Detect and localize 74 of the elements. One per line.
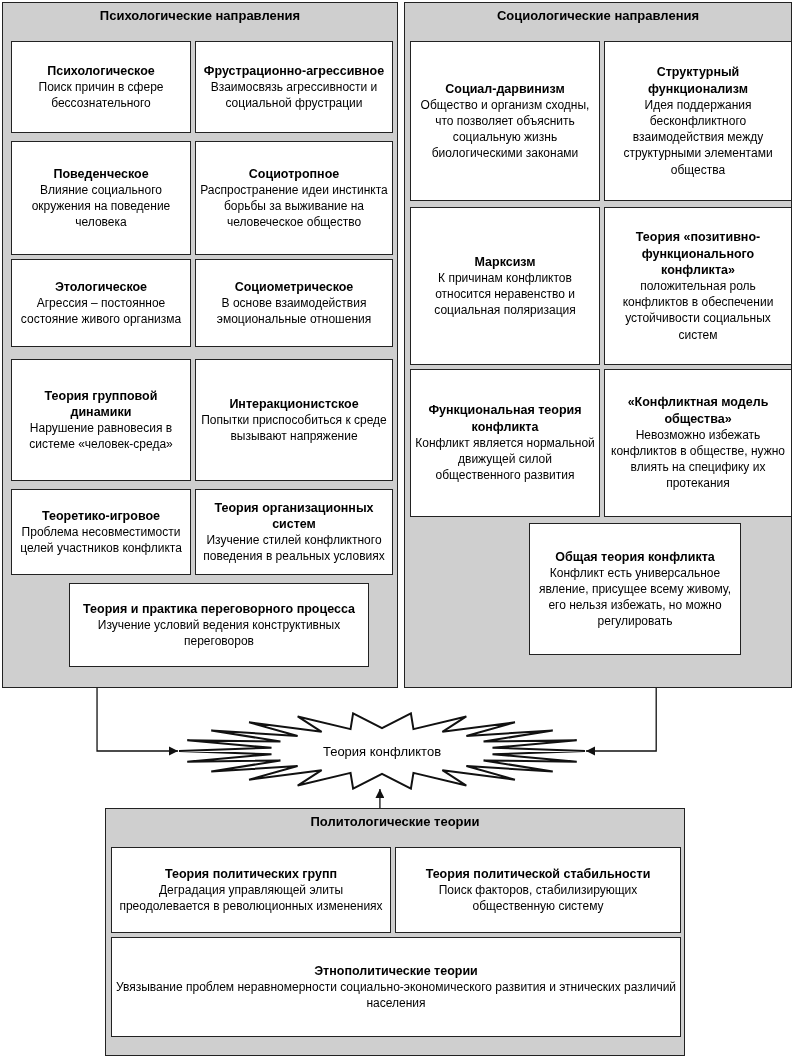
theory-description: Идея поддержания бесконфликтного взаимодействия между структурными элементами общества	[622, 96, 774, 178]
theory-description: Изучение условий ведения конструктивных переговоров	[96, 616, 342, 650]
theory-title: Этнополитические теории	[314, 962, 478, 979]
theory-title: Поведенческое	[53, 165, 149, 182]
theory-description: Деградация управляющей элиты преодолевается в революционных изменениях	[118, 881, 384, 915]
theory-box	[195, 141, 393, 255]
group-panel	[2, 2, 398, 688]
theory-title: Психологическое	[47, 62, 155, 79]
theory-title: Марксизм	[474, 253, 536, 270]
theory-title: Теория политических групп	[164, 865, 338, 882]
theory-box	[195, 259, 393, 347]
theory-box	[604, 207, 792, 365]
theory-description: Попытки приспособиться к среде вызывают напряжение	[200, 411, 388, 445]
theory-box	[111, 937, 681, 1037]
theory-box	[604, 41, 792, 201]
theory-box	[410, 369, 600, 517]
theory-description: Агрессия – постоянное состояние живого организма	[19, 294, 183, 328]
theory-title: Теория политической стабильности	[425, 865, 651, 882]
theory-box	[11, 489, 191, 575]
panel-heading: Политологические теории	[310, 814, 480, 829]
theory-title: Социал-дарвинизм	[445, 80, 565, 97]
theory-box	[69, 583, 369, 667]
theory-description: Проблема несовместимости целей участников конфликта	[19, 523, 183, 557]
theory-title: Общая теория конфликта	[555, 548, 715, 565]
theory-box	[195, 359, 393, 481]
theory-box	[11, 359, 191, 481]
theory-description: Распространение идеи инстинкта борьбы за выживание на человеческое общество	[199, 181, 389, 231]
theory-title: Теория «позитивно-функционального конфликта»	[634, 229, 762, 278]
theory-description: Поиск факторов, стабилизирующих общественную систему	[437, 881, 639, 915]
theory-box	[604, 369, 792, 517]
theory-title: Социометрическое	[234, 278, 354, 295]
theory-description: Нарушение равновесия в системе «человек-среда»	[28, 420, 174, 453]
theory-box	[529, 523, 741, 655]
node-label: Теория конфликтов	[322, 743, 442, 759]
group-panel	[105, 808, 685, 1056]
theory-box	[111, 847, 391, 933]
theory-title: Структурный функционализм	[647, 64, 749, 97]
theory-box	[410, 41, 600, 201]
panel-heading: Психологические направления	[99, 8, 301, 23]
theory-box	[395, 847, 681, 933]
group-panel	[404, 2, 792, 688]
theory-description: К причинам конфликтов относится неравенство и социальная поляризация	[433, 269, 577, 319]
theory-description: Конфликт есть универсальное явление, присущее всему живому, его нельзя избежать, но можно регулировать	[537, 564, 732, 630]
theory-description: Влияние социального окружения на поведение человека	[30, 181, 172, 231]
theory-box	[11, 259, 191, 347]
theory-title: Функциональная теория конфликта	[427, 402, 583, 435]
theory-title: Теория и практика переговорного процесса	[83, 600, 355, 617]
theory-box	[195, 41, 393, 133]
arrow	[96, 687, 179, 756]
theory-title: Интеракционистское	[229, 395, 359, 412]
theory-title: Фрустрационно-агрессивное	[203, 62, 385, 79]
theory-description: Изучение стилей конфликтного поведения в реальных условиях	[202, 532, 386, 565]
theory-box	[11, 141, 191, 255]
theory-title: «Конфликтная модель общества»	[626, 394, 770, 427]
theory-description: Общество и организм сходны, что позволяет объяснить социальную жизнь биологическими законами	[419, 96, 591, 162]
theory-box	[11, 41, 191, 133]
theory-description: В основе взаимодействия эмоциональные отношения	[215, 294, 373, 328]
theory-box	[410, 207, 600, 365]
theory-title: Этологическое	[54, 278, 148, 295]
theory-title: Социотропное	[248, 165, 340, 182]
theory-title: Теоретико-игровое	[42, 507, 160, 524]
arrow	[585, 687, 657, 756]
theory-description: Поиск причин в сфере бессознательного	[37, 78, 165, 112]
theory-description: Взаимосвязь агрессивности и социальной фрустрации	[209, 78, 379, 112]
panel-heading: Социологические направления	[496, 8, 700, 23]
theory-description: Конфликт является нормальной движущей силой общественного развития	[414, 434, 596, 484]
theory-description: Увязывание проблем неравномерности социально-экономического развития и этнических различий населения	[115, 978, 677, 1012]
theory-box	[195, 489, 393, 575]
theory-title: Теория организационных систем	[213, 499, 375, 533]
arrow	[375, 788, 385, 809]
theory-description: Невозможно избежать конфликтов в обществе, нужно влиять на специфику их протекания	[610, 426, 786, 492]
theory-description: положительная роль конфликтов в обеспечении устойчивости социальных систем	[621, 278, 775, 343]
starburst-shape	[178, 712, 586, 790]
theory-title: Теория групповой динамики	[43, 387, 159, 421]
